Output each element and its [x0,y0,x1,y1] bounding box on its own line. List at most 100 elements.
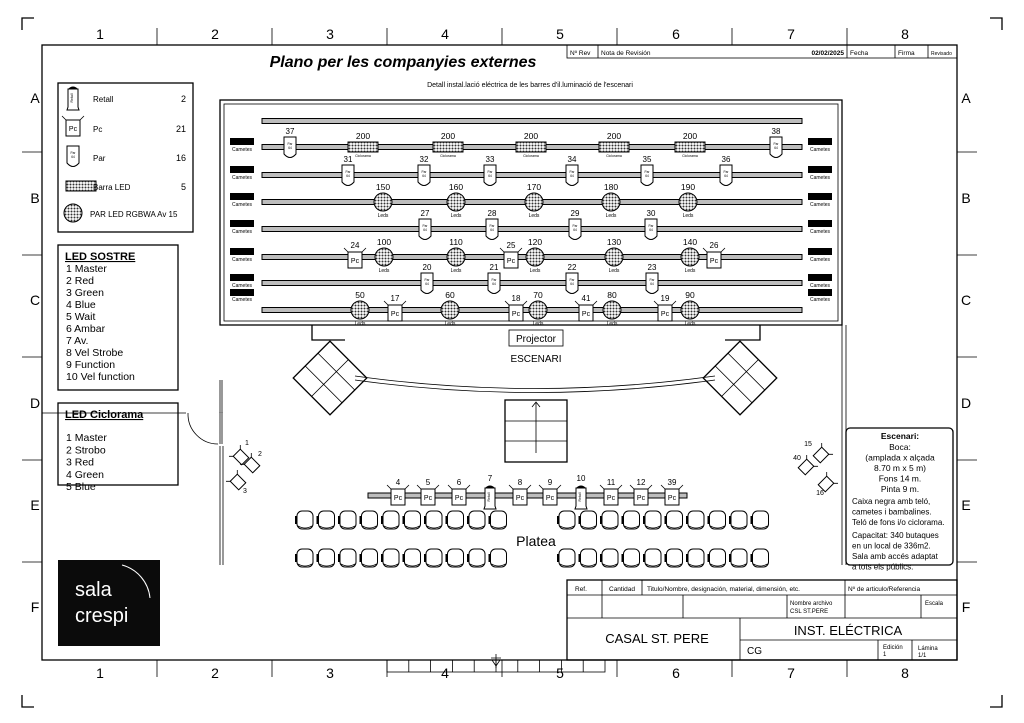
fixture-number: 9 [548,478,553,487]
batten-8: Leds50Pc17Leds60Pc18Leds70Pc41Leds80Pc19… [261,290,803,327]
par-body [483,164,497,186]
seat-front [559,525,575,529]
par-label: Par [774,142,780,146]
logo-line-1: sala [75,579,113,601]
cametes-label: Cametes [810,229,831,235]
led-sostre-channel: 6 Ambar [66,323,106,335]
armrest [750,516,753,524]
seat-front [426,525,442,529]
leds-label: Leds [379,268,390,274]
par-body [420,272,434,294]
led-sostre-channel: 10 Vel function [66,371,135,383]
grid-column-label: 2 [211,665,219,681]
led-ciclorama-channel: 4 Green [66,469,104,481]
fixture-number: 110 [449,237,463,247]
grid-row-label: F [31,599,40,615]
pc-label: Pc [424,495,433,502]
pc-body [243,456,261,474]
armrest [488,554,491,562]
armrest [467,516,469,524]
barn-doors [826,471,839,484]
fixture-number: 90 [685,290,695,300]
fixture-number: 150 [376,182,390,192]
par-label: Par [724,170,730,174]
armrest [557,554,559,562]
fixture-number: 19 [661,294,670,303]
seat-front [319,525,334,529]
armrest [402,516,405,524]
grid-row-label: C [30,292,40,308]
cametes-block [230,248,254,255]
drawing-name: INST. ELÉCTRICA [794,623,903,638]
barn-doors [806,454,819,467]
par-label: 64 [71,155,75,159]
armrest [729,554,731,562]
pc-body [347,251,363,269]
nombre-archivo-label: Nombre archivo [790,601,833,607]
seat-front [645,563,661,567]
seat-front [710,563,725,567]
led-sostre-channel: 1 Master [66,263,107,275]
par-body [341,164,355,186]
fixture-number: 17 [391,294,400,303]
barn-doors [383,300,407,306]
par-led-body [601,192,621,212]
cametes-block [808,220,832,227]
barn-doors [702,247,726,253]
seat [557,548,576,568]
barn-doors [599,484,623,490]
barra-led-body [674,141,706,153]
batten-1 [261,118,803,124]
fixture-number: 41 [582,294,591,303]
seat [621,510,640,530]
note-title: Escenari: [881,431,919,441]
escala-label: Escala [925,601,944,607]
cametes-block [808,289,832,296]
pc-label: Pc [661,311,670,318]
armrest [381,516,383,524]
seat [729,510,748,530]
pc-body [812,446,830,464]
legend-item-par-led: PAR LED RGBWA Av 15 [63,203,178,223]
page-subtitle: Detall instal.lació eléctrica de les bar… [427,82,633,89]
led-ciclorama-box [57,402,179,486]
rev-note-label: Nota de Revisión [601,50,651,57]
grid-row-label: D [961,395,971,411]
led-fixture-icon [63,203,83,223]
par-body [417,164,431,186]
par-label: Par [573,224,579,228]
fixture-number: 15 [804,441,812,448]
par-label: Par [71,151,77,155]
fixture-number: 120 [528,237,542,247]
cametes-label: Cametes [810,175,831,181]
pc-body [229,473,247,491]
par-label: Par [488,170,494,174]
seat-front [581,525,596,529]
note-line: Caixa negra amb teló, [852,497,930,506]
pc-body [542,488,558,506]
lamina-value: 1/1 [918,653,927,659]
grid-column-label: 3 [326,665,334,681]
pc-body [633,488,649,506]
side-pc-fixture-icon [817,471,839,493]
par-label: Par [492,278,498,282]
seat-front [710,525,725,529]
seat [557,510,576,530]
grid-column-label: 4 [441,665,449,681]
barn-doors [225,469,238,482]
left-stage-stairs [292,340,368,416]
led-sostre-channel: 2 Red [66,275,94,287]
par-label: Par [346,170,352,174]
pc-body [65,119,81,137]
seat-front [731,563,747,567]
par-body [645,272,659,294]
